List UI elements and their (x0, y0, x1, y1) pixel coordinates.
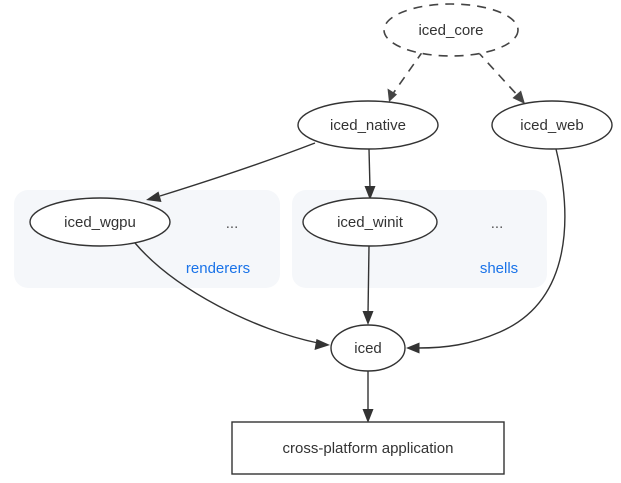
node-iced-ellipse[interactable] (330, 324, 406, 372)
edge-iced-native-to-iced-winit (364, 148, 376, 200)
renderers-more-label: ... (226, 215, 239, 232)
edge-iced-native-to-iced-wgpu (146, 142, 316, 202)
shells-more-label: ... (491, 215, 504, 232)
edge-iced-native-to-iced-wgpu-line (159, 142, 316, 197)
node-iced-wgpu[interactable]: iced_wgpu (29, 197, 171, 247)
edge-iced-native-to-iced-winit-arrow (364, 186, 376, 200)
node-iced-wgpu-ellipse[interactable] (29, 197, 171, 247)
node-iced-label: iced (354, 340, 382, 357)
node-iced-native[interactable]: iced_native (297, 100, 439, 150)
edge-iced-winit-to-iced-arrow (362, 311, 374, 325)
node-application-label: cross-platform application (283, 440, 454, 457)
edge-iced-web-to-iced-arrow (406, 342, 420, 354)
node-iced-core-label: iced_core (418, 22, 483, 39)
node-iced-wgpu-label: iced_wgpu (64, 214, 136, 231)
edge-iced-wgpu-to-iced (134, 242, 330, 350)
node-iced-native-label: iced_native (330, 117, 406, 134)
node-application[interactable]: cross-platform application (231, 421, 505, 475)
node-iced-core[interactable]: iced_core (383, 3, 519, 57)
node-iced-web-ellipse[interactable] (491, 100, 613, 150)
edge-iced-winit-to-iced-line (367, 245, 370, 315)
node-iced-web[interactable]: iced_web (491, 100, 613, 150)
edge-iced-native-to-iced-winit-line (368, 148, 371, 190)
node-iced-winit-ellipse[interactable] (302, 197, 438, 247)
edge-iced-core-to-iced-native-arrow (387, 88, 397, 102)
edge-iced-wgpu-to-iced-arrow (314, 339, 330, 350)
edge-iced-wgpu-to-iced-line (134, 242, 319, 344)
node-iced-core-ellipse[interactable] (383, 3, 519, 57)
node-iced-web-label: iced_web (520, 117, 583, 134)
node-iced-native-ellipse[interactable] (297, 100, 439, 150)
node-iced-winit-label: iced_winit (337, 214, 404, 231)
edge-iced-core-to-iced-native (387, 50, 424, 102)
edge-iced-to-application (362, 371, 374, 423)
edge-iced-web-to-iced (406, 148, 566, 354)
edge-iced-winit-to-iced (362, 245, 374, 325)
cluster-renderers-label: renderers (186, 260, 250, 277)
edge-iced-to-application-arrow (362, 409, 374, 423)
node-iced[interactable]: iced (330, 324, 406, 372)
edge-iced-core-to-iced-web-line (476, 50, 520, 98)
edge-iced-core-to-iced-web (476, 50, 525, 104)
node-iced-winit[interactable]: iced_winit (302, 197, 438, 247)
edge-iced-native-to-iced-wgpu-arrow (146, 191, 162, 202)
edge-iced-core-to-iced-web-arrow (512, 90, 525, 104)
cluster-shells-label: shells (480, 260, 518, 277)
node-application-box[interactable] (231, 421, 505, 475)
edge-iced-core-to-iced-native-line (391, 50, 424, 96)
edge-iced-web-to-iced-line (417, 148, 566, 349)
